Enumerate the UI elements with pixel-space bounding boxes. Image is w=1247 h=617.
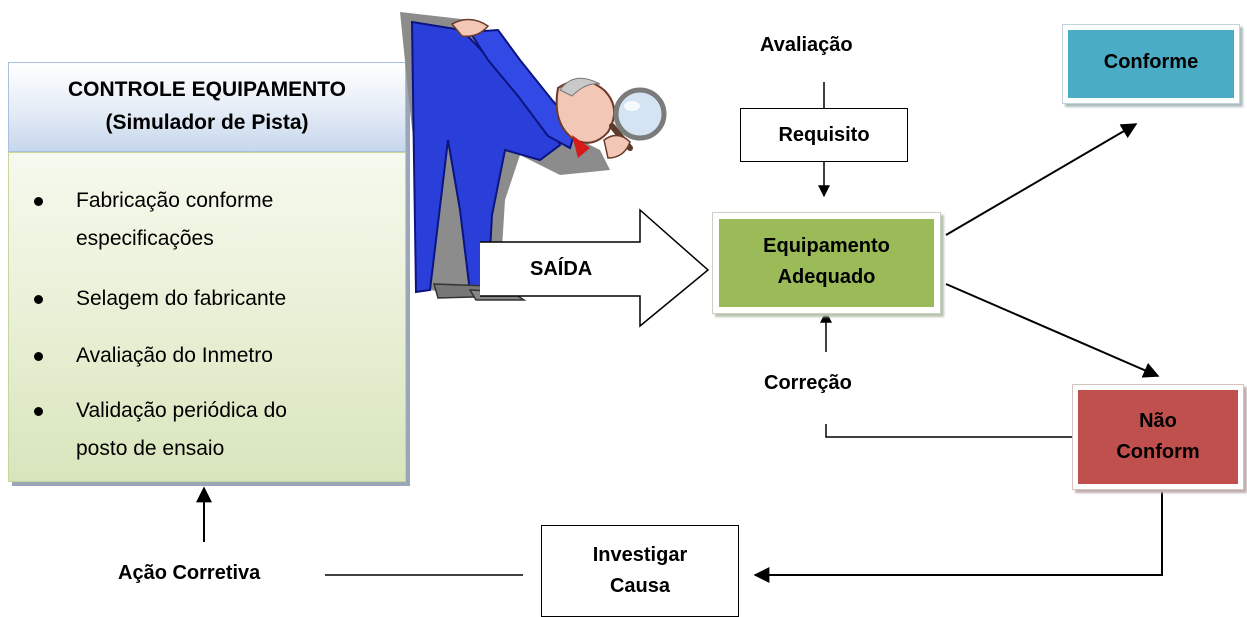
nao-conform-box: Não Conform bbox=[1078, 390, 1238, 484]
bullet-icon bbox=[34, 407, 43, 416]
list-item: Selagem do fabricante bbox=[30, 280, 390, 318]
list-item: Fabricação conforme especificações bbox=[30, 182, 390, 258]
list-item-text: Validação periódica do bbox=[76, 399, 287, 422]
adequado-label: Adequado bbox=[777, 266, 876, 288]
control-panel-body bbox=[8, 152, 406, 482]
list-item: Avaliação do Inmetro bbox=[30, 337, 390, 375]
equipamento-adequado-box: Equipamento Adequado bbox=[719, 219, 934, 307]
list-item-text: especificações bbox=[76, 227, 214, 250]
equipamento-label: Equipamento bbox=[763, 235, 890, 257]
requisito-box: Requisito bbox=[740, 108, 908, 162]
conforme-box: Conforme bbox=[1068, 30, 1234, 98]
avaliacao-label: Avaliação bbox=[760, 34, 853, 56]
conform-label: Conform bbox=[1116, 441, 1200, 463]
correcao-label: Correção bbox=[764, 372, 852, 394]
control-panel-title: CONTROLE EQUIPAMENTO bbox=[67, 78, 347, 101]
acao-corretiva-label: Ação Corretiva bbox=[118, 562, 261, 584]
inspector-icon bbox=[400, 12, 667, 301]
control-panel-subtitle: (Simulador de Pista) bbox=[105, 111, 309, 134]
list-item: Validação periódica do posto de ensaio bbox=[30, 392, 390, 468]
bullet-icon bbox=[34, 197, 43, 206]
causa-label: Causa bbox=[609, 575, 671, 597]
list-item-text: posto de ensaio bbox=[76, 437, 225, 460]
saida-label: SAÍDA bbox=[530, 258, 593, 280]
control-panel-header: CONTROLE EQUIPAMENTO (Simulador de Pista… bbox=[8, 62, 406, 152]
list-item-text: Fabricação conforme bbox=[76, 189, 274, 212]
investigar-label: Investigar bbox=[592, 544, 688, 566]
list-item-text: Selagem do fabricante bbox=[76, 287, 287, 310]
output-arrow bbox=[480, 208, 710, 328]
bullet-icon bbox=[34, 295, 43, 304]
nao-label: Não bbox=[1139, 410, 1177, 432]
bullet-icon bbox=[34, 352, 43, 361]
list-item-text: Avaliação do Inmetro bbox=[76, 344, 273, 367]
investigar-causa-box: Investigar Causa bbox=[541, 525, 739, 617]
